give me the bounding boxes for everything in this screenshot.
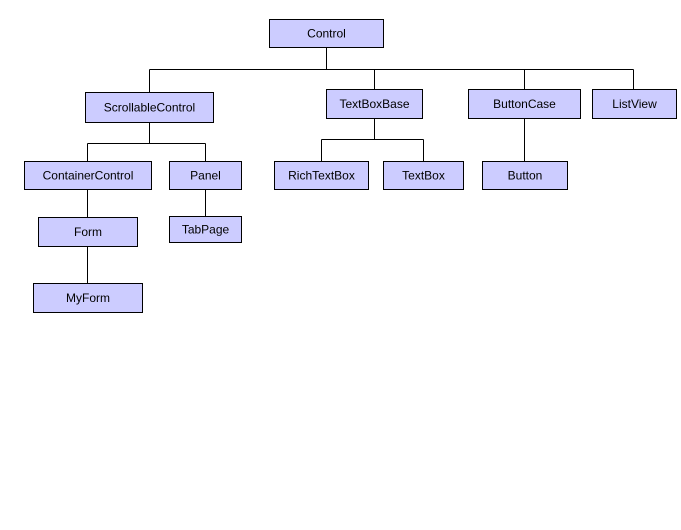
node-container-control: ContainerControl (24, 161, 152, 190)
node-button-case: ButtonCase (468, 89, 581, 119)
node-label: ListView (612, 97, 657, 111)
node-label: TextBox (402, 169, 445, 183)
node-my-form: MyForm (33, 283, 143, 313)
edge-textbox-base-children (321, 118, 424, 161)
node-tab-page: TabPage (169, 216, 242, 243)
node-label: Panel (190, 169, 221, 183)
node-label: Form (74, 225, 102, 239)
node-textbox-base: TextBoxBase (326, 89, 423, 119)
node-label: ScrollableControl (104, 101, 195, 115)
connectors (87, 47, 634, 283)
node-control: Control (269, 19, 384, 48)
node-label: Control (307, 27, 346, 41)
node-form: Form (38, 217, 138, 247)
node-label: Button (508, 169, 543, 183)
edge-scrollable-control-children (87, 122, 206, 161)
node-list-view: ListView (592, 89, 677, 119)
node-panel: Panel (169, 161, 242, 190)
node-button: Button (482, 161, 568, 190)
edge-control-children (149, 47, 634, 92)
node-label: ContainerControl (43, 169, 134, 183)
node-label: RichTextBox (288, 169, 355, 183)
node-label: MyForm (66, 291, 110, 305)
node-scrollable-control: ScrollableControl (85, 92, 214, 123)
node-rich-textbox: RichTextBox (274, 161, 369, 190)
node-label: ButtonCase (493, 97, 556, 111)
node-label: TextBoxBase (339, 97, 409, 111)
node-textbox: TextBox (383, 161, 464, 190)
node-label: TabPage (182, 223, 230, 237)
